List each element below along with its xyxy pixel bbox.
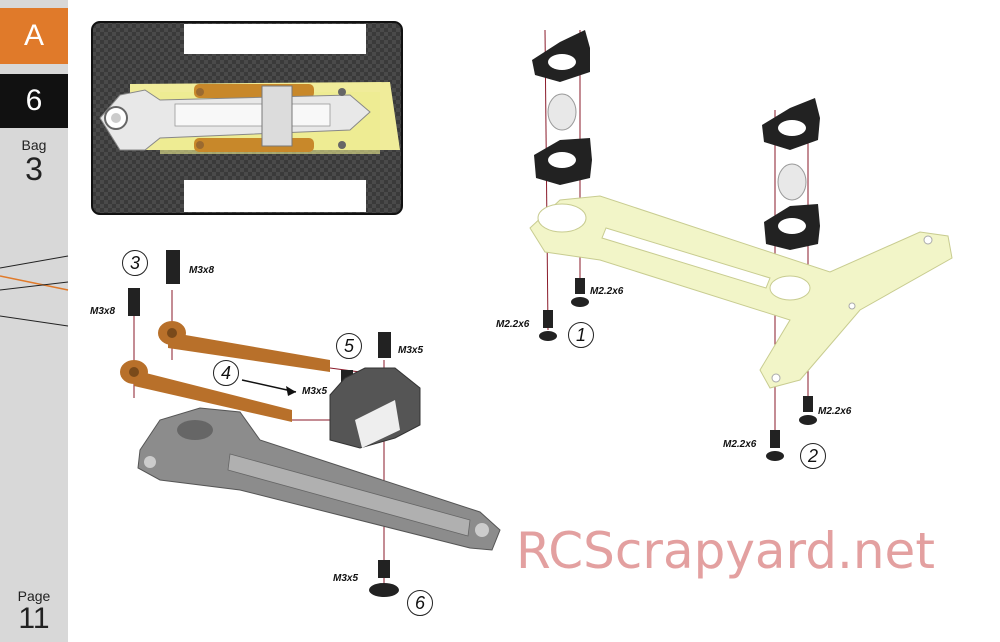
plate-assembly: [529, 29, 953, 461]
label-m3x8-lower: M3x8: [90, 306, 116, 317]
step-number: 6: [0, 74, 68, 128]
label-m22x6-step2-left: M2.2x6: [723, 439, 757, 450]
label-m22x6-step2-right: M2.2x6: [818, 406, 852, 417]
bag-number: 3: [25, 151, 43, 187]
label-m22x6-step1-right: M2.2x6: [590, 286, 624, 297]
label-m3x5-bottom: M3x5: [333, 573, 359, 584]
step-circle-4: 4: [213, 360, 239, 386]
step-circle-3: 3: [122, 250, 148, 276]
steering-assembly: [120, 250, 501, 597]
label-m22x6-step1-left: M2.2x6: [496, 319, 530, 330]
step-circle-1: 1: [568, 322, 594, 348]
sidebar: A 6 Bag 3 Page 11: [0, 0, 68, 642]
label-m3x8-upper: M3x8: [189, 265, 215, 276]
step-circle-2: 2: [800, 443, 826, 469]
detail-inset: [91, 21, 403, 215]
label-m3x5-right: M3x5: [398, 345, 424, 356]
watermark-text: RCScrapyard.net: [516, 522, 935, 580]
label-m3x5-left: M3x5: [302, 386, 328, 397]
section-tab: A: [0, 8, 68, 64]
page-number: 11: [18, 602, 50, 635]
step-circle-5: 5: [336, 333, 362, 359]
step-circle-6: 6: [407, 590, 433, 616]
bag-label: Bag: [21, 137, 47, 153]
sidebar-lines: [0, 255, 69, 327]
page-label: Page: [17, 588, 51, 604]
